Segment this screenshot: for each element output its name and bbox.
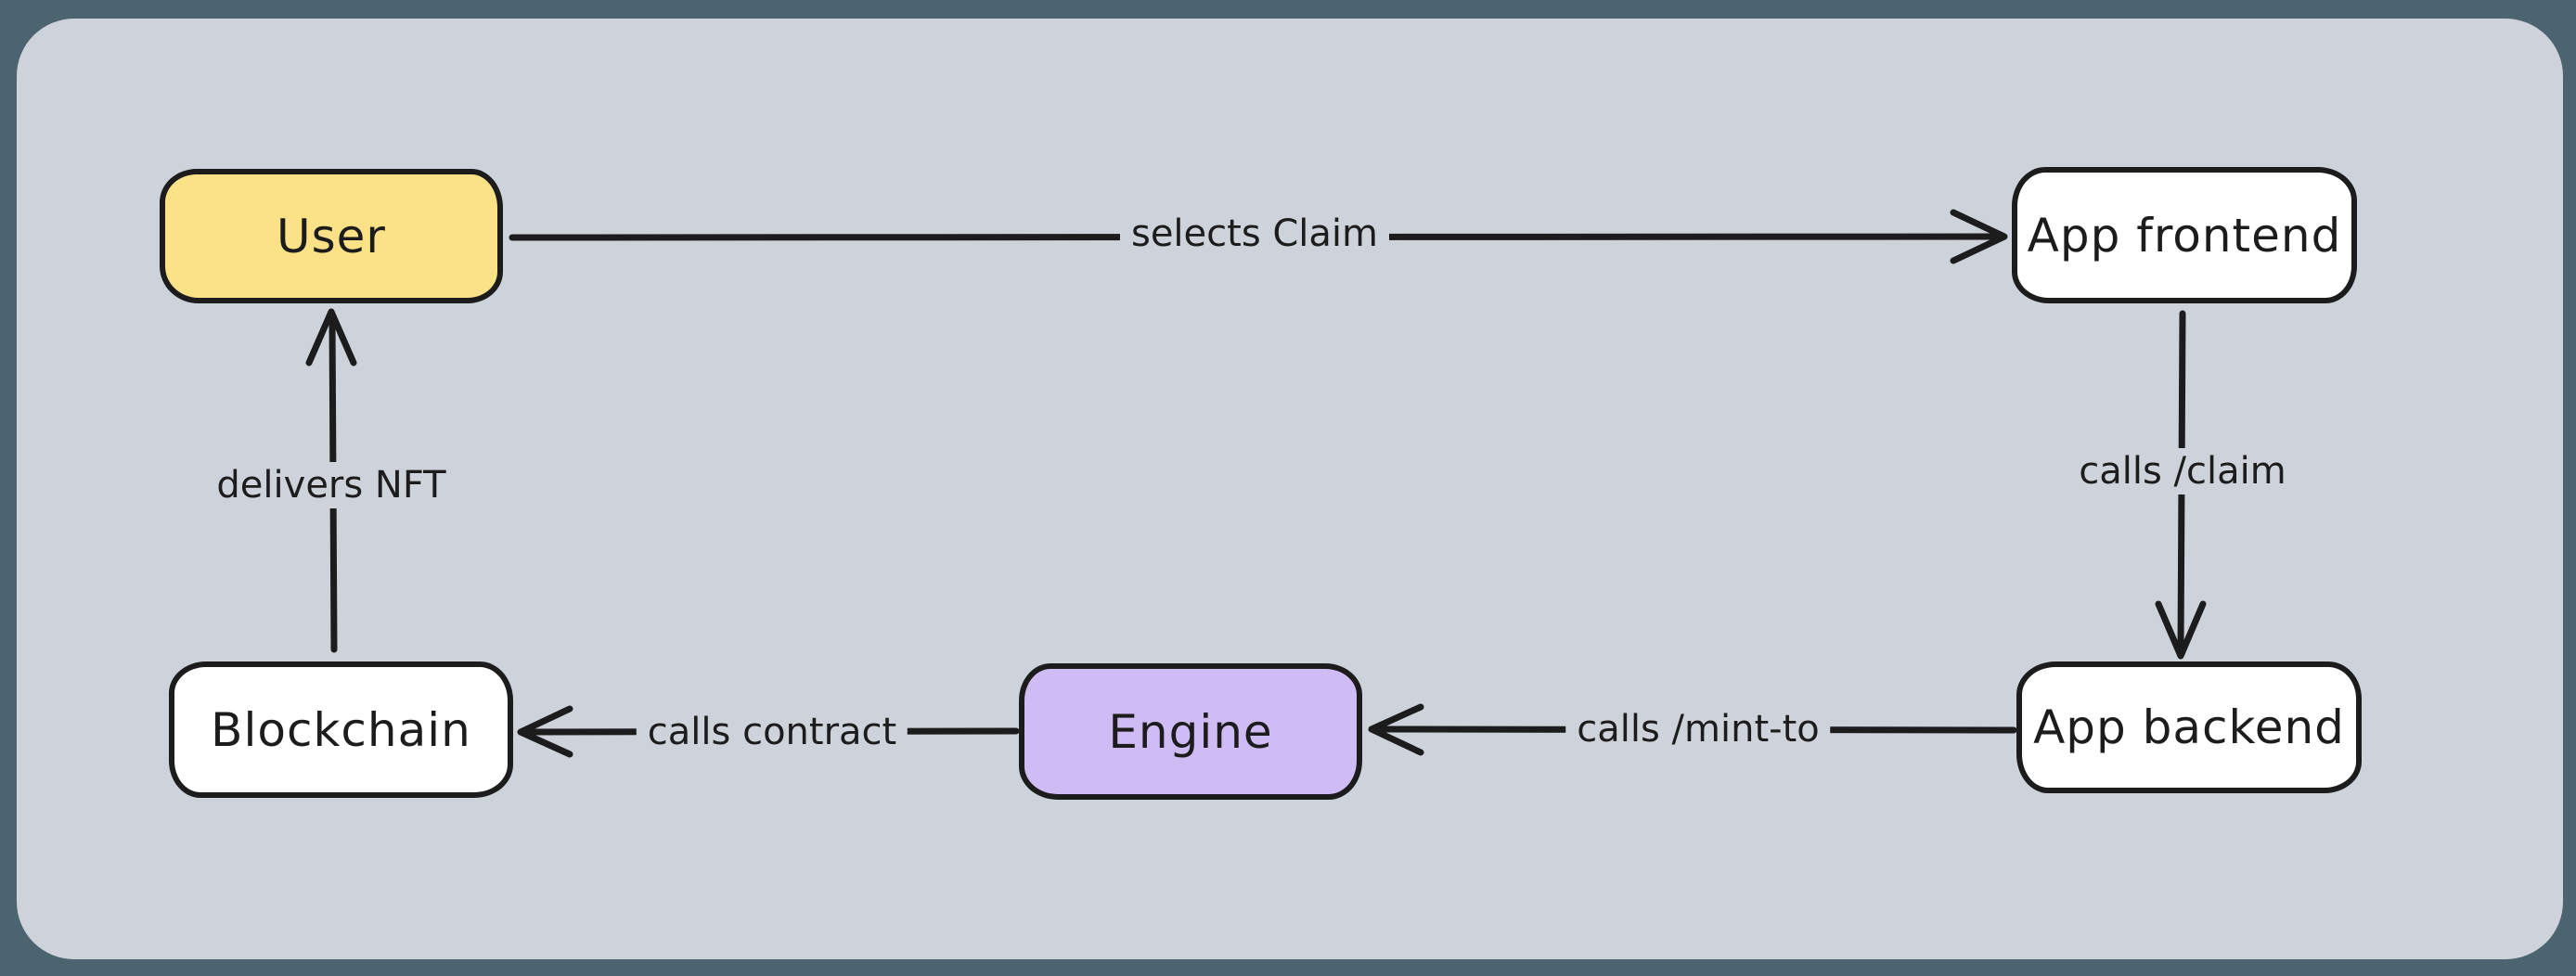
edge-label-calls-contract: calls contract bbox=[636, 709, 908, 755]
node-app-backend-label: App backend bbox=[2033, 700, 2345, 754]
edge-label-calls-claim: calls /claim bbox=[2067, 448, 2298, 494]
node-app-frontend: App frontend bbox=[2012, 167, 2357, 303]
edge-label-calls-mint-to: calls /mint-to bbox=[1565, 706, 1831, 752]
node-app-frontend-label: App frontend bbox=[2027, 208, 2342, 263]
node-engine-label: Engine bbox=[1108, 704, 1273, 759]
node-user: User bbox=[160, 169, 503, 303]
node-blockchain-label: Blockchain bbox=[211, 702, 471, 757]
node-blockchain: Blockchain bbox=[169, 661, 513, 798]
node-engine: Engine bbox=[1019, 663, 1362, 800]
edge-label-selects-claim: selects Claim bbox=[1119, 211, 1390, 257]
node-user-label: User bbox=[277, 209, 386, 263]
edge-label-delivers-nft: delivers NFT bbox=[205, 462, 457, 508]
node-app-backend: App backend bbox=[2016, 661, 2362, 793]
